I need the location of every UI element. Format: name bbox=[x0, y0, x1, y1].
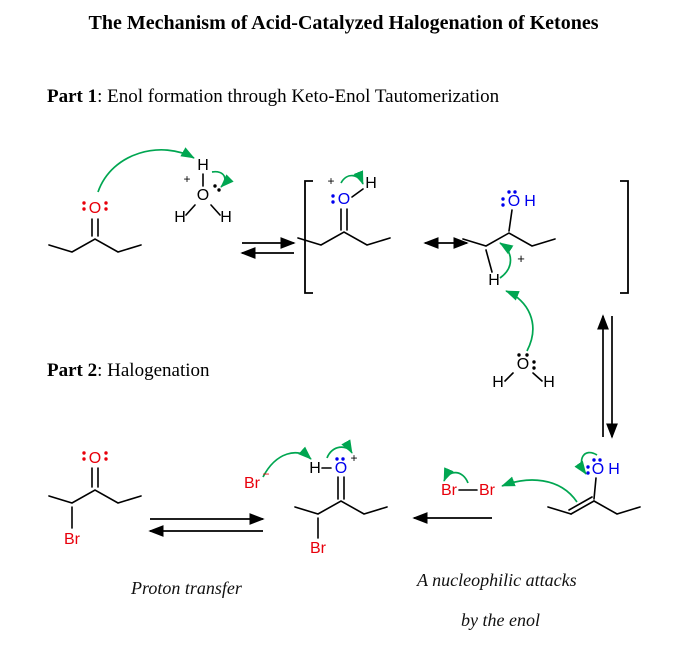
caption-nucleophile-line2: by the enol bbox=[461, 610, 540, 630]
bromine-label: Br bbox=[479, 482, 496, 499]
carbonyl-double-bond bbox=[337, 476, 345, 500]
carbonyl-double-bond bbox=[91, 467, 99, 488]
hydrogen-label: H bbox=[197, 157, 209, 174]
bond bbox=[504, 372, 514, 382]
carbon-skeleton bbox=[48, 489, 142, 504]
carbon-skeleton bbox=[297, 231, 391, 246]
part2-heading: Part 2: Halogenation bbox=[47, 360, 210, 382]
plus-charge: + bbox=[517, 251, 525, 266]
part1-label: Part 1 bbox=[47, 86, 98, 107]
oxygen-label: O bbox=[508, 193, 520, 210]
lone-pairs bbox=[213, 184, 221, 192]
carbonyl-double-bond bbox=[91, 218, 99, 237]
curved-arrow-enol-to-bromine bbox=[501, 476, 578, 503]
caption-nucleophile-line1: A nucleophilic attacks bbox=[417, 570, 577, 590]
equilibrium-arrows-1 bbox=[240, 237, 296, 259]
hydronium-structure: H O + H H bbox=[174, 157, 232, 226]
oxygen-label: O bbox=[335, 460, 347, 477]
oxygen-label: O bbox=[592, 461, 604, 478]
bromine-label: Br bbox=[441, 482, 458, 499]
curved-arrow-oh-lonepair bbox=[574, 451, 598, 475]
bromoketone-product-structure: O Br bbox=[48, 450, 142, 548]
diagram-title: The Mechanism of Acid-Catalyzed Halogena… bbox=[88, 12, 599, 34]
plus-charge: + bbox=[350, 451, 357, 465]
carbocation-structure: O H + H bbox=[462, 190, 556, 289]
bond bbox=[351, 188, 364, 198]
bond bbox=[532, 372, 543, 382]
carbon-skeleton bbox=[462, 232, 556, 247]
bracket-right bbox=[620, 180, 629, 294]
lone-pairs bbox=[517, 353, 536, 370]
bond bbox=[210, 204, 221, 216]
carbon-skeleton bbox=[294, 500, 388, 515]
curved-arrow-oh-bond-to-oxygen bbox=[211, 170, 234, 188]
bromine-label: Br bbox=[64, 531, 81, 548]
bromine-molecule: Br Br bbox=[441, 482, 496, 499]
curved-arrow-bromide-to-proton bbox=[262, 446, 312, 478]
lone-pairs bbox=[331, 194, 335, 204]
curved-arrow-oh-bond-to-oxygen-2 bbox=[326, 439, 353, 459]
bond bbox=[593, 477, 597, 500]
minus-charge: − bbox=[262, 467, 269, 481]
oxygen-label: O bbox=[517, 356, 529, 373]
hydrogen-label: H bbox=[365, 175, 377, 192]
part1-description: : Enol formation through Keto-Enol Tauto… bbox=[97, 86, 500, 107]
bond bbox=[508, 209, 513, 232]
carbon-skeleton bbox=[547, 500, 641, 515]
curved-arrow-ketone-to-hydronium bbox=[97, 147, 195, 193]
ketone-structure: O bbox=[48, 200, 142, 253]
part1-heading: Part 1: Enol formation through Keto-Enol… bbox=[47, 86, 499, 108]
protonated-bromoketone-structure: H O + Br bbox=[294, 451, 388, 557]
hydrogen-label: H bbox=[220, 209, 232, 226]
water-structure: O H H bbox=[492, 353, 555, 391]
equilibrium-arrows-vertical bbox=[597, 314, 618, 439]
oxygen-label: O bbox=[197, 187, 209, 204]
hydrogen-label: H bbox=[608, 461, 620, 478]
hydrogen-label: H bbox=[174, 209, 186, 226]
bromine-label: Br bbox=[310, 540, 327, 557]
alkene-double-bond bbox=[568, 496, 595, 515]
oxygen-label: O bbox=[89, 450, 101, 467]
caption-proton-transfer: Proton transfer bbox=[131, 578, 242, 598]
carbon-skeleton bbox=[48, 238, 142, 253]
lone-pairs bbox=[501, 190, 517, 207]
curved-arrow-resonance-shift bbox=[340, 170, 364, 185]
oxygen-label: O bbox=[338, 191, 350, 208]
curved-arrow-brbr-bond bbox=[443, 467, 469, 484]
hydrogen-label: H bbox=[309, 460, 321, 477]
bromide-ion: Br − bbox=[244, 467, 270, 492]
lone-pairs bbox=[82, 201, 108, 211]
hydrogen-label: H bbox=[524, 193, 536, 210]
curved-arrow-ch-bond-to-cc bbox=[499, 242, 514, 279]
oxocarbenium-structure: O + H bbox=[297, 174, 391, 246]
hydrogen-label: H bbox=[543, 374, 555, 391]
bracket-left bbox=[304, 180, 313, 294]
plus-charge: + bbox=[327, 174, 334, 188]
lone-pairs bbox=[586, 458, 602, 475]
carbonyl-double-bond bbox=[340, 208, 348, 231]
part2-label: Part 2 bbox=[47, 360, 98, 381]
bond bbox=[485, 249, 493, 273]
equilibrium-arrows-2 bbox=[148, 513, 265, 537]
hydrogen-label: H bbox=[488, 272, 500, 289]
lone-pairs bbox=[335, 457, 345, 461]
oxygen-label: O bbox=[89, 200, 101, 217]
bromine-label: Br bbox=[244, 475, 261, 492]
hydrogen-label: H bbox=[492, 374, 504, 391]
part2-description: : Halogenation bbox=[97, 360, 210, 381]
enol-structure: O H bbox=[547, 458, 641, 515]
plus-charge: + bbox=[183, 172, 190, 186]
curved-arrow-water-to-proton bbox=[505, 290, 534, 352]
bond bbox=[185, 204, 196, 216]
lone-pairs bbox=[82, 451, 108, 461]
